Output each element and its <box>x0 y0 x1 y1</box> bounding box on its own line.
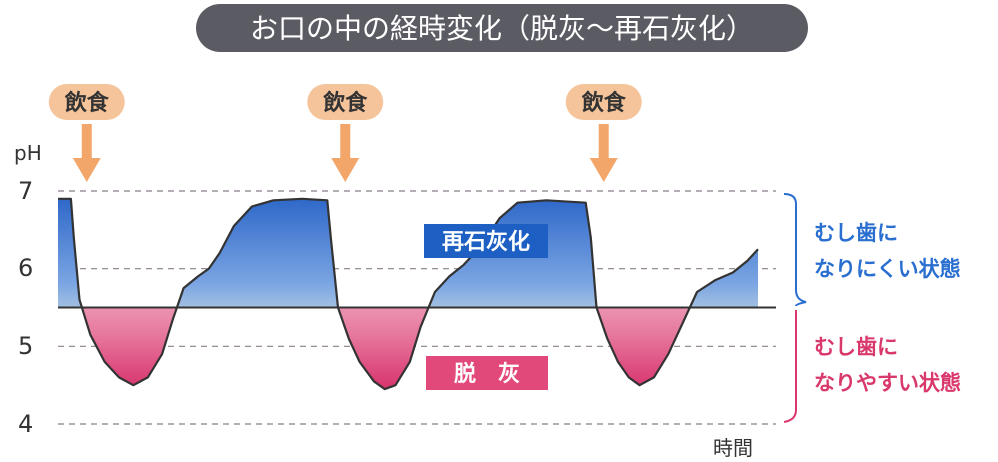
y-tick-label: 6 <box>18 254 33 282</box>
title-background <box>196 4 808 52</box>
y-tick-label: 5 <box>18 332 33 360</box>
meal-pill <box>307 84 384 120</box>
meal-markers: 飲食 飲食 飲食 <box>48 84 642 182</box>
meal-pill <box>565 84 642 120</box>
bracket-high-risk <box>783 310 797 423</box>
demineralization-label: 脱 灰 <box>426 356 548 390</box>
y-tick-label: 7 <box>18 177 33 205</box>
low-risk-text: なりにくい状態 <box>814 257 961 281</box>
meal-arrow-shaft <box>598 124 609 160</box>
meal-marker: 飲食 <box>307 84 384 182</box>
ph-series-line <box>58 197 759 391</box>
demineralization-area <box>82 308 690 390</box>
meal-arrow-shaft <box>81 124 92 160</box>
meal-marker: 飲食 <box>48 84 125 182</box>
down-arrow-icon <box>589 158 618 182</box>
meal-label: 飲食 <box>64 90 110 116</box>
down-arrow-icon <box>72 158 101 182</box>
remineralization-text: 再石灰化 <box>442 229 530 255</box>
meal-label: 飲食 <box>581 90 627 116</box>
x-axis-label: 時間 <box>713 436 753 460</box>
meal-marker: 飲食 <box>565 84 642 182</box>
y-tick-label: 4 <box>18 410 33 438</box>
meal-arrow-shaft <box>340 124 351 160</box>
meal-label: 飲食 <box>322 90 368 116</box>
meal-pill <box>48 84 125 120</box>
bracket-low-risk <box>783 193 807 307</box>
chart-title: お口の中の経時変化（脱灰〜再石灰化） <box>196 4 808 52</box>
title-text: お口の中の経時変化（脱灰〜再石灰化） <box>250 12 754 45</box>
down-arrow-icon <box>331 158 360 182</box>
remineralization-area <box>58 198 758 308</box>
ph-curve <box>58 197 759 391</box>
area-fills <box>58 198 776 390</box>
demineralization-box <box>426 356 548 390</box>
high-risk-text: むし歯に <box>814 335 898 359</box>
remineralization-box <box>424 224 548 258</box>
low-risk-text: むし歯に <box>814 221 898 245</box>
y-axis-label: pH <box>14 141 42 165</box>
remineralization-label: 再石灰化 <box>424 224 548 258</box>
high-risk-text: なりやすい状態 <box>814 371 961 395</box>
demineralization-text: 脱 灰 <box>454 361 520 387</box>
